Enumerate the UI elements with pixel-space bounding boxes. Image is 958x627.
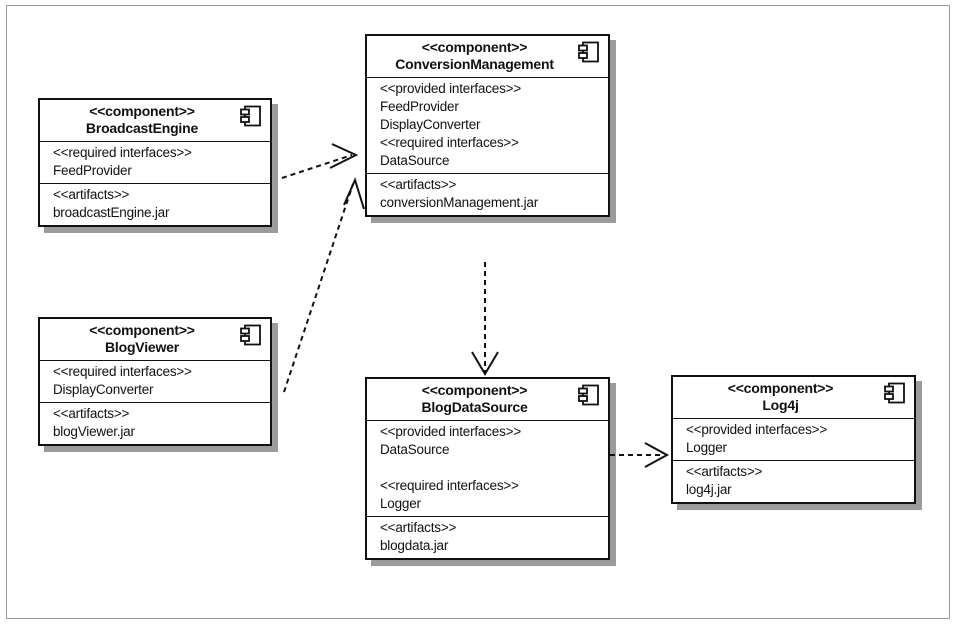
compartment-stereotype: <<required interfaces>> xyxy=(53,364,192,379)
interfaces-compartment: <<provided interfaces>> Logger xyxy=(673,419,914,460)
compartment-entry: Logger xyxy=(380,496,421,511)
component-stereotype: <<component>> xyxy=(421,39,528,55)
compartment-stereotype: <<artifacts>> xyxy=(686,464,763,479)
component-name: Log4j xyxy=(762,397,799,413)
compartment-stereotype: <<artifacts>> xyxy=(53,187,130,202)
component-header: <<component>>ConversionManagement xyxy=(367,36,608,78)
artifacts-compartment: <<artifacts>> broadcastEngine.jar xyxy=(40,183,270,225)
compartment-stereotype: <<provided interfaces>> xyxy=(380,81,521,96)
component-name: BroadcastEngine xyxy=(85,120,199,136)
artifacts-compartment: <<artifacts>> blogdata.jar xyxy=(367,516,608,558)
component-name: BlogViewer xyxy=(105,339,179,355)
component-stereotype: <<component>> xyxy=(89,322,195,338)
artifacts-compartment: <<artifacts>> conversionManagement.jar xyxy=(367,173,608,215)
compartment-entry: conversionManagement.jar xyxy=(380,195,539,210)
compartment-entry: FeedProvider xyxy=(380,99,459,114)
interfaces-compartment: <<provided interfaces>> DataSource <<requi… xyxy=(367,421,608,516)
artifacts-compartment: <<artifacts>> blogViewer.jar xyxy=(40,402,270,444)
component-header: <<component>>BlogViewer xyxy=(40,319,270,361)
component-icon xyxy=(578,384,599,406)
component-blog-viewer: <<component>>BlogViewer<<required interf… xyxy=(38,317,272,446)
compartment-stereotype: <<provided interfaces>> xyxy=(380,424,521,439)
compartment-stereotype: <<required interfaces>> xyxy=(380,135,519,150)
artifacts-compartment: <<artifacts>> log4j.jar xyxy=(673,460,914,502)
component-stereotype: <<component>> xyxy=(421,382,528,398)
interfaces-compartment: <<required interfaces>> FeedProvider xyxy=(40,142,270,183)
component-icon xyxy=(884,382,905,404)
component-name: BlogDataSource xyxy=(421,399,528,415)
compartment-stereotype: <<provided interfaces>> xyxy=(686,422,827,437)
compartment-entry: log4j.jar xyxy=(686,482,732,497)
compartment-entry: DataSource xyxy=(380,153,450,168)
compartment-entry: DisplayConverter xyxy=(380,117,481,132)
compartment-entry: blogdata.jar xyxy=(380,538,449,553)
component-log4j: <<component>>Log4j<<provided interfaces>… xyxy=(671,375,916,504)
component-icon xyxy=(240,324,261,346)
compartment-entry: FeedProvider xyxy=(53,163,132,178)
component-stereotype: <<component>> xyxy=(727,380,834,396)
component-header: <<component>>Log4j xyxy=(673,377,914,419)
component-broadcast-engine: <<component>>BroadcastEngine<<required i… xyxy=(38,98,272,227)
compartment-entry: broadcastEngine.jar xyxy=(53,205,170,220)
component-header: <<component>>BlogDataSource xyxy=(367,379,608,421)
interfaces-compartment: <<required interfaces>> DisplayConverter xyxy=(40,361,270,402)
component-icon xyxy=(578,41,599,63)
component-name: ConversionManagement xyxy=(395,56,554,72)
compartment-stereotype: <<artifacts>> xyxy=(380,520,457,535)
compartment-entry: DataSource xyxy=(380,442,450,457)
compartment-stereotype: <<required interfaces>> xyxy=(380,478,519,493)
compartment-stereotype: <<artifacts>> xyxy=(53,406,130,421)
compartment-stereotype: <<artifacts>> xyxy=(380,177,457,192)
compartment-stereotype: <<required interfaces>> xyxy=(53,145,192,160)
compartment-entry: Logger xyxy=(686,440,727,455)
component-blog-data-source: <<component>>BlogDataSource<<provided in… xyxy=(365,377,610,560)
component-stereotype: <<component>> xyxy=(89,103,195,119)
diagram-frame xyxy=(6,5,950,619)
compartment-entry: blogViewer.jar xyxy=(53,424,135,439)
component-icon xyxy=(240,105,261,127)
component-conversion-management: <<component>>ConversionManagement<<provi… xyxy=(365,34,610,217)
compartment-entry: DisplayConverter xyxy=(53,382,154,397)
component-header: <<component>>BroadcastEngine xyxy=(40,100,270,142)
